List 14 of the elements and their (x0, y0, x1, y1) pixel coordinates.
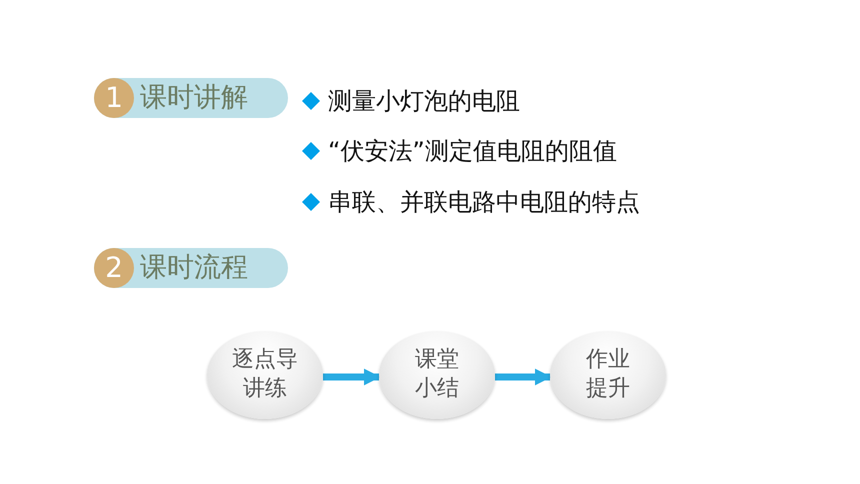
step-text: 课堂小结 (414, 346, 460, 403)
section-header-pill (94, 248, 288, 288)
section-number: 1 (94, 78, 134, 118)
bullet-text: 测量小灯泡的电阻 (328, 86, 520, 116)
section-header-pill (94, 78, 288, 118)
bullet-text: “伏安法”测定值电阻的阻值 (328, 136, 617, 166)
section-title: 课时讲解 (140, 81, 248, 115)
block-arrow (323, 368, 381, 386)
bullet-text: 串联、并联电路中电阻的特点 (328, 187, 640, 217)
block-arrow (495, 368, 552, 386)
section-number: 2 (94, 248, 134, 288)
step-text: 作业提升 (585, 346, 631, 403)
section-title: 课时流程 (140, 251, 248, 285)
step-text: 逐点导讲练 (231, 346, 299, 403)
